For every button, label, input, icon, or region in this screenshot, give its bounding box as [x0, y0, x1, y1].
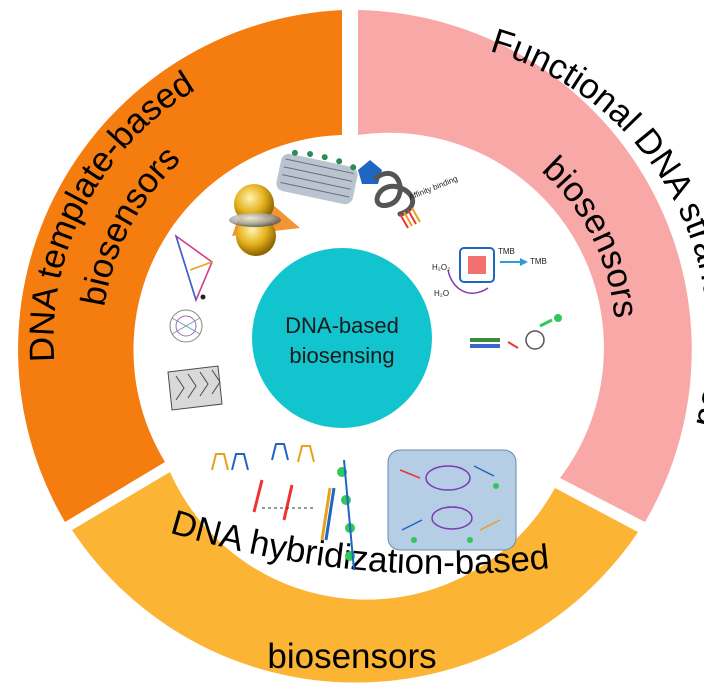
dna-origami-tube-illustration: [276, 149, 358, 205]
cascade-amplification-panel: [387, 449, 517, 551]
tetrahedron-dna-illustration: [174, 233, 213, 303]
center-circle: [252, 248, 432, 428]
tmb-oxidized-label: TMB: [530, 257, 547, 266]
dna-lattice-sheet-illustration: [167, 365, 223, 411]
label-hybridization-line2: biosensors: [267, 637, 436, 676]
gold-nanoparticle-dimer-illustration: [229, 184, 300, 256]
segment-functional: [358, 10, 692, 522]
segment-hybridization: [72, 472, 638, 683]
dna-cage-illustration: [169, 309, 203, 343]
h2o-label: H₂O: [434, 289, 449, 298]
dnazyme-tmb-illustration: H₂O₂ H₂O TMB TMB: [432, 247, 547, 298]
segment-template: [18, 10, 343, 522]
outer-ring: [18, 10, 692, 683]
center-title-line2: biosensing: [289, 343, 394, 368]
h2o2-label: H₂O₂: [432, 263, 450, 272]
hybridization-chain-reaction-illustration: [211, 443, 355, 571]
tmb-label: TMB: [498, 247, 515, 256]
center-title-line1: DNA-based: [285, 313, 399, 338]
hairpin-beacon-illustration: [470, 314, 562, 350]
